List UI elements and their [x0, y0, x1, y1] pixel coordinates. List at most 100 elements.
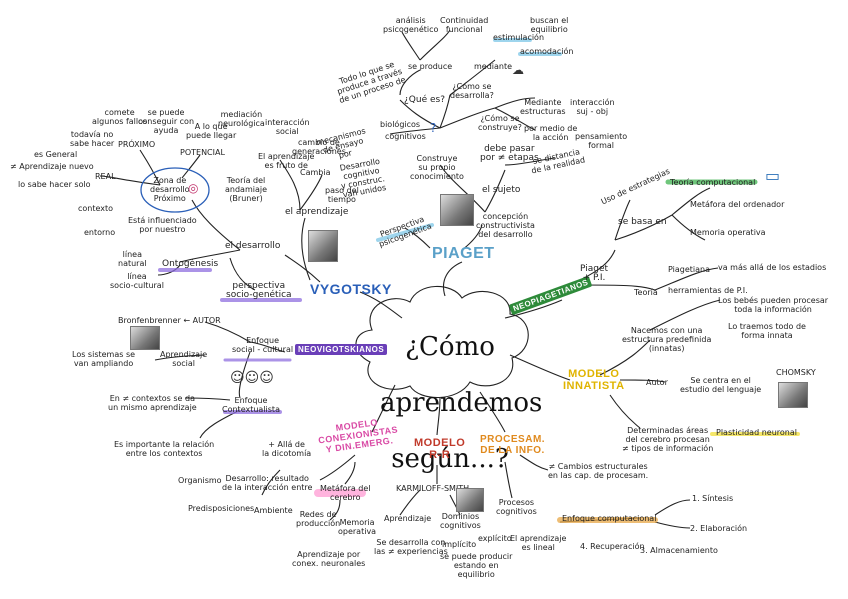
- vygotsky-real: REAL: [95, 172, 116, 181]
- center-cloud: [355, 285, 529, 399]
- piaget-biologicos: biológicos: [380, 120, 421, 129]
- vygotsky-desarrollo: el desarrollo: [225, 241, 281, 251]
- procesam-sintesis: 1. Síntesis: [692, 494, 734, 503]
- branch-innatista: MODELO INNATISTA: [563, 368, 625, 392]
- karmiloff-photo: [456, 488, 484, 512]
- innatista-areas: Determinadas áreas del cerebro procesan …: [622, 426, 714, 453]
- piaget-estimulacion: estimulación: [493, 33, 545, 42]
- piaget-etapas: debe pasar por ≠ etapas: [480, 144, 539, 163]
- center-line-3: según...?: [391, 444, 509, 474]
- zdp-circle: [140, 167, 210, 213]
- piaget-interaccion: interacción suj - obj: [570, 98, 615, 116]
- neopiagetianos-metafora: Metáfora del ordenador: [690, 200, 785, 209]
- piaget-que-es: ¿Qué es?: [404, 95, 445, 105]
- vygotsky-es-general: es General: [34, 150, 78, 159]
- piaget-photo: [440, 194, 474, 226]
- conexionistas-mas-alla: + Allá de la dicotomía: [262, 440, 312, 458]
- rr-karmiloff: KARMILOFF-SMITH: [396, 484, 470, 493]
- vygotsky-proximo: PRÓXIMO: [118, 140, 156, 149]
- vygotsky-photo: [308, 230, 338, 262]
- innatista-autor: Autor: [646, 378, 668, 387]
- center-title: ¿Cómo aprendemos según...?: [380, 305, 542, 474]
- vygotsky-linea-socio: línea socio-cultural: [110, 272, 164, 290]
- neopiagetianos-teoria-comp: Teoría computacional: [670, 178, 756, 187]
- neopiagetianos-memoria: Memoria operativa: [690, 228, 766, 237]
- conexionistas-predisposiciones: Predisposiciones: [188, 504, 255, 513]
- piaget-construye: Construye su propio conocimiento: [410, 154, 464, 181]
- conexionistas-organismo: Organismo: [178, 476, 222, 485]
- procesam-almacenamiento: 3. Almacenamiento: [640, 546, 718, 555]
- branch-rr: MODELO R-R: [414, 437, 466, 461]
- piaget-mediante-estructuras: Mediante estructuras: [520, 98, 566, 116]
- neopiagetianos-herramientas: herramientas de P.I.: [668, 286, 748, 295]
- piaget-pensamiento: pensamiento formal: [575, 132, 628, 150]
- conexionistas-desarrollo-resultado: Desarrollo: resultado de la interacción …: [222, 474, 313, 492]
- brain-icon: ☁: [512, 63, 524, 77]
- piaget-como-desarrolla: ¿Cómo se desarrolla?: [450, 82, 494, 100]
- vygotsky-teoria-andamiaje: Teoría del andamiaje (Bruner): [225, 176, 268, 203]
- bulb-icon: ?: [430, 121, 437, 135]
- vygotsky-zona: Zona de desarrollo Próximo: [150, 176, 190, 203]
- piaget-sujeto: el sujeto: [482, 185, 521, 195]
- neovigotskianos-enfoque-ctx: Enfoque Contextualista: [222, 396, 280, 414]
- vygotsky-linea-natural: línea natural: [118, 250, 147, 268]
- neopiagetianos-piaget-pi: Piaget + P.I.: [580, 264, 609, 283]
- neovigotskianos-importante: Es importante la relación entre los cont…: [114, 440, 215, 458]
- piaget-mediante: mediante: [474, 62, 513, 71]
- procesam-procesos: Procesos cognitivos: [496, 498, 537, 516]
- vygotsky-potencial: POTENCIAL: [180, 148, 225, 157]
- innatista-nacemos: Nacemos con una estructura predefinida (…: [622, 326, 712, 353]
- neopiagetianos-mas-alla: va más allá de los estadios: [718, 263, 827, 272]
- neovigotskianos-aprendizaje-social: Aprendizaje social: [160, 350, 208, 368]
- center-line-2: aprendemos: [380, 388, 543, 418]
- branch-piaget: PIAGET: [432, 245, 495, 262]
- neovigotskianos-sistemas: Los sistemas se van ampliando: [72, 350, 136, 368]
- piaget-continuidad: Continuidad funcional: [440, 16, 489, 34]
- conexionistas-metafora-cerebro: Metáfora del cerebro: [320, 484, 371, 502]
- innatista-chomsky: CHOMSKY: [776, 368, 816, 377]
- vygotsky-comete-errores: comete algunos fallos: [92, 108, 148, 126]
- neovigotskianos-enfoque-sc: Enfoque social - cultural: [232, 336, 294, 354]
- rr-implicito: implícito: [442, 540, 477, 549]
- rr-dominios: Dominios cognitivos: [440, 512, 481, 530]
- vygotsky-lo-que-puede: A lo que puede llegar: [186, 122, 237, 140]
- piaget-analisis: análisis psicogenético: [383, 16, 439, 34]
- piaget-buscan: buscan el equilibrio: [530, 16, 569, 34]
- vygotsky-aprendizaje: el aprendizaje: [285, 207, 349, 217]
- piaget-como-construye: ¿Cómo se construye?: [478, 114, 522, 132]
- target-icon: ◎: [188, 181, 199, 195]
- innatista-plasticidad: Plasticidad neuronal: [716, 428, 797, 437]
- conexionistas-ambiente: Ambiente: [254, 506, 293, 515]
- neovigotskianos-bronfenbrenner: Bronfenbrenner ← AUTOR: [118, 316, 221, 325]
- conexionistas-aprendizaje-conex: Aprendizaje por conex. neuronales: [292, 550, 366, 568]
- neopiagetianos-teoria: Teoría: [634, 288, 658, 297]
- vygotsky-perspectiva: perspectiva socio-genética: [226, 281, 292, 300]
- procesam-cambios: ≠ Cambios estructurales en las cap. de p…: [548, 462, 649, 480]
- procesam-enfoque-comp: Enfoque computacional: [562, 514, 657, 523]
- computer-icon: ▭: [765, 166, 781, 185]
- vygotsky-paso-tiempo: paso del tiempo: [325, 186, 359, 204]
- branch-vygotsky: VYGOTSKY: [310, 281, 392, 297]
- vygotsky-entorno: entorno: [84, 228, 116, 237]
- innatista-se-centra: Se centra en el estudio del lenguaje: [680, 376, 762, 394]
- vygotsky-contexto: contexto: [78, 204, 114, 213]
- neovigotskianos-contextos: En ≠ contextos se da un mismo aprendizaj…: [108, 394, 197, 412]
- rr-se-desarrolla: Se desarrolla con las ≠ experiencias: [374, 538, 448, 556]
- center-line-1: ¿Cómo: [405, 332, 495, 362]
- neopiagetianos-se-basa: se basa en: [618, 217, 667, 227]
- vygotsky-cambia: Cambia: [300, 168, 331, 177]
- vygotsky-todavia: todavía no sabe hacer: [70, 130, 115, 148]
- neopiagetianos-piagetiana: Piagetiana: [668, 265, 711, 274]
- vygotsky-se-puede: se puede conseguir con ayuda: [138, 108, 195, 135]
- innatista-bebes: Los bebés pueden procesar toda la inform…: [718, 296, 829, 314]
- people-icon: ☺☺☺: [230, 370, 274, 386]
- piaget-produce: se produce: [408, 62, 453, 71]
- procesam-elaboracion: 2. Elaboración: [690, 524, 748, 533]
- rr-explicito: explícito: [478, 534, 512, 543]
- bronfenbrenner-photo: [130, 326, 160, 350]
- rr-puede-producir: se puede producir estando en equilibrio: [440, 552, 513, 579]
- chomsky-photo: [778, 382, 808, 408]
- innatista-traemos: Lo traemos todo de forma innata: [728, 322, 806, 340]
- conexionistas-memoria-operativa: Memoria operativa: [338, 518, 377, 536]
